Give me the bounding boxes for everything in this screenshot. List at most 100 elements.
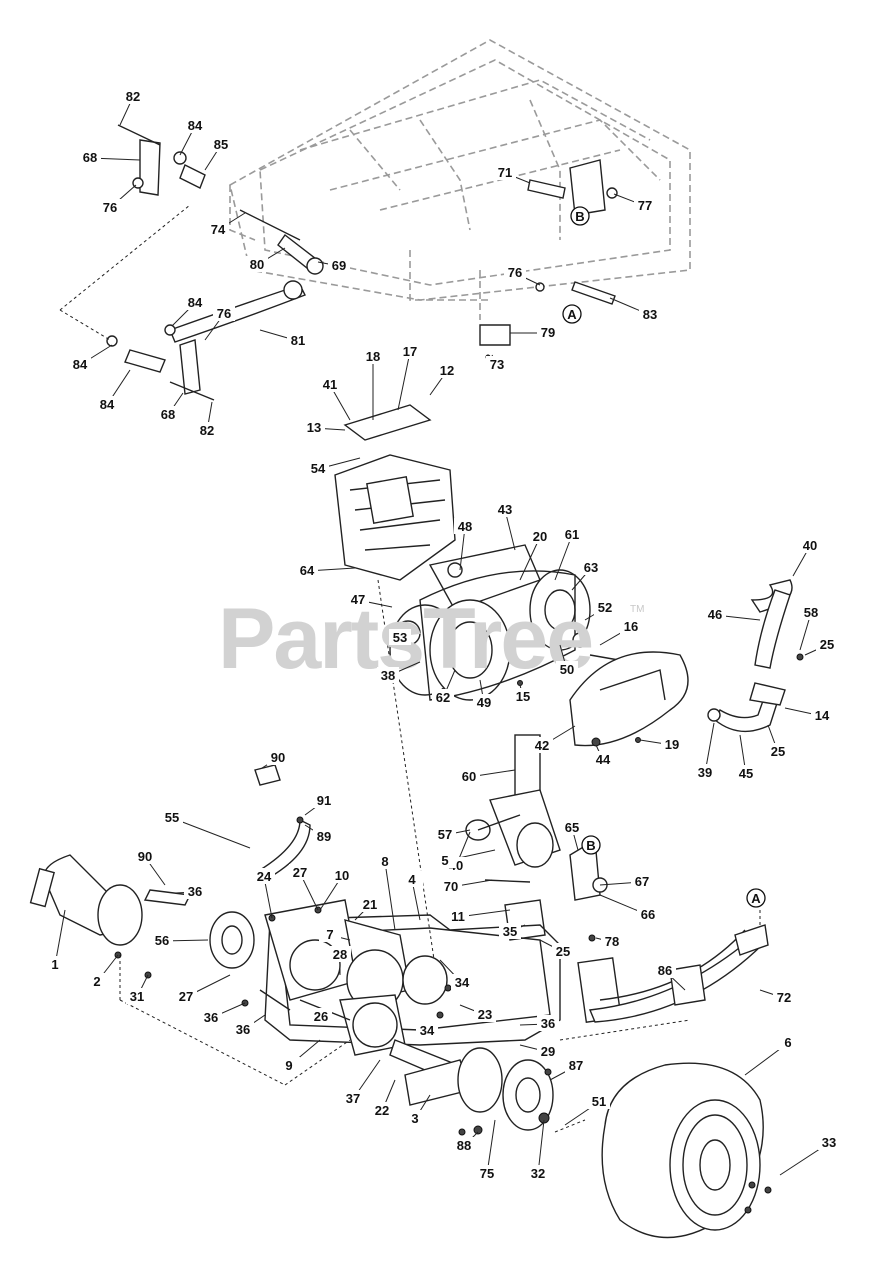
part-callout-16: 16 xyxy=(624,619,638,634)
watermark: PartsTree TM xyxy=(218,591,644,687)
part-callout-46: 46 xyxy=(708,607,722,622)
part-callout-43: 43 xyxy=(498,502,512,517)
callout-label-bg xyxy=(631,873,653,889)
lower-chassis xyxy=(119,899,561,1106)
callout-label-bg xyxy=(210,136,232,152)
part-callout-48: 48 xyxy=(458,519,472,534)
callout-label-bg xyxy=(494,164,516,180)
part-callout-1: 1 xyxy=(51,957,58,972)
callout-label-bg xyxy=(561,819,583,835)
callout-label-bg xyxy=(374,853,396,869)
part-callout-64: 64 xyxy=(300,563,315,578)
part-callout-27: 27 xyxy=(179,989,193,1004)
part-callout-74: 74 xyxy=(211,222,226,237)
part-callout-14: 14 xyxy=(815,708,830,723)
callout-leader xyxy=(554,534,573,581)
callout-label-bg xyxy=(453,1137,475,1153)
part-callout-40: 40 xyxy=(803,538,817,553)
part-callout-84: 84 xyxy=(188,118,203,133)
part-callout-36: 36 xyxy=(188,884,202,899)
part-callout-12: 12 xyxy=(440,363,454,378)
callout-label-bg xyxy=(476,1165,498,1181)
reference-marker-B: B xyxy=(586,838,595,853)
callout-leader xyxy=(54,909,66,966)
part-callout-84: 84 xyxy=(188,295,203,310)
callout-label-bg xyxy=(267,749,289,765)
callout-label-bg xyxy=(328,257,350,273)
callout-label-bg xyxy=(319,926,341,942)
part-callout-39: 39 xyxy=(698,765,712,780)
part-callout-73: 73 xyxy=(490,357,504,372)
part-callout-6: 6 xyxy=(784,1035,791,1050)
callout-label-bg xyxy=(473,694,495,710)
callout-label-bg xyxy=(451,974,473,990)
callout-label-bg xyxy=(592,751,614,767)
callout-label-bg xyxy=(310,1008,332,1024)
part-callout-55: 55 xyxy=(165,810,179,825)
part-callout-67: 67 xyxy=(635,874,649,889)
reference-marker-circle xyxy=(746,888,766,908)
part-callout-76: 76 xyxy=(103,200,117,215)
part-callout-63: 63 xyxy=(584,560,598,575)
callout-label-bg xyxy=(151,932,173,948)
callout-label-bg xyxy=(377,667,399,683)
callout-leader xyxy=(397,351,411,411)
callout-label-bg xyxy=(537,1043,559,1059)
part-callout-31: 31 xyxy=(130,989,144,1004)
callout-label-bg xyxy=(594,599,616,615)
part-callout-34: 34 xyxy=(455,975,470,990)
part-callout-76: 76 xyxy=(508,265,522,280)
callout-label-bg xyxy=(313,792,335,808)
part-callout-60: 60 xyxy=(462,769,476,784)
callout-label-bg xyxy=(773,989,795,1005)
part-callout-61: 61 xyxy=(565,527,579,542)
part-callout-83: 83 xyxy=(643,307,657,322)
callout-label-bg xyxy=(289,864,311,880)
callout-label-bg xyxy=(704,606,726,622)
part-callout-37: 37 xyxy=(346,1091,360,1106)
part-callout-78: 78 xyxy=(605,934,619,949)
part-callout-35: 35 xyxy=(503,924,517,939)
callout-leader xyxy=(519,536,541,581)
part-callout-28: 28 xyxy=(333,947,347,962)
part-callout-47: 47 xyxy=(351,592,365,607)
part-callout-62: 62 xyxy=(436,690,450,705)
part-callout-34: 34 xyxy=(420,1023,435,1038)
part-callout-49: 49 xyxy=(477,695,491,710)
part-callout-23: 23 xyxy=(478,1007,492,1022)
part-callout-65: 65 xyxy=(565,820,579,835)
callout-label-bg xyxy=(399,343,421,359)
callout-label-bg xyxy=(436,362,458,378)
callout-label-bg xyxy=(767,743,789,759)
part-callout-57: 57 xyxy=(438,827,452,842)
part-callout-84: 84 xyxy=(100,397,115,412)
part-callout-17: 17 xyxy=(403,344,417,359)
part-callout-9: 9 xyxy=(285,1058,292,1073)
callout-label-bg xyxy=(537,324,559,340)
part-callout-29: 29 xyxy=(541,1044,555,1059)
part-callout-3: 3 xyxy=(411,1111,418,1126)
hub-spring-wheel xyxy=(457,910,772,1239)
callout-label-bg xyxy=(86,973,108,989)
callout-label-bg xyxy=(620,618,642,634)
exhaust-pipes xyxy=(591,579,804,747)
part-callout-68: 68 xyxy=(161,407,175,422)
callout-label-bg xyxy=(329,946,351,962)
callout-label-bg xyxy=(313,828,335,844)
callout-label-bg xyxy=(389,629,411,645)
part-callout-36: 36 xyxy=(204,1010,218,1025)
callout-label-bg xyxy=(799,537,821,553)
part-callout-72: 72 xyxy=(777,990,791,1005)
callout-label-bg xyxy=(196,422,218,438)
callout-label-bg xyxy=(588,1093,610,1109)
callout-label-bg xyxy=(207,221,229,237)
callout-label-bg xyxy=(447,908,469,924)
callout-label-bg xyxy=(634,197,656,213)
callout-label-bg xyxy=(134,848,156,864)
engine-assembly xyxy=(334,404,689,1001)
part-callout-25: 25 xyxy=(771,744,785,759)
part-callout-4: 4 xyxy=(408,872,416,887)
